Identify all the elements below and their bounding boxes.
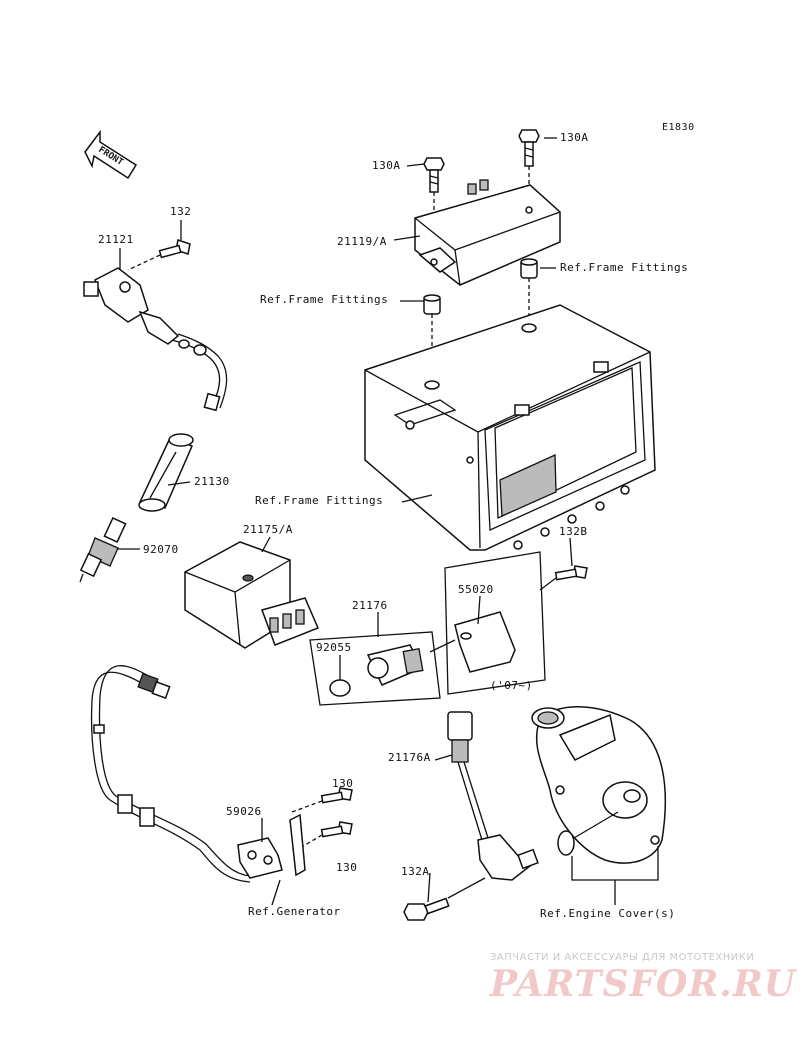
bracket-55020-group (429, 551, 546, 695)
bolt-132 (127, 239, 191, 271)
label-21175a: 21175/A (243, 523, 293, 536)
label-21176: 21176 (352, 599, 388, 612)
label-ref-frame-fittings-3: Ref.Frame Fittings (255, 494, 384, 507)
plug-cap-21130 (138, 433, 194, 512)
regulator-21119a (414, 179, 561, 286)
engine-cover (531, 706, 667, 905)
leader-lines (118, 137, 573, 906)
label-130-lower: 130 (336, 861, 358, 874)
sensor-21176-group (309, 612, 441, 706)
label-ref-engine-cover: Ref.Engine Cover(s) (540, 907, 676, 920)
label-92070: 92070 (143, 543, 179, 556)
bolt-132b (539, 565, 588, 591)
label-132a: 132A (401, 865, 430, 878)
label-55020: 55020 (458, 583, 494, 596)
label-130a-top-left: 130A (372, 159, 401, 172)
label-130-upper: 130 (332, 777, 354, 790)
label-92055: 92055 (316, 641, 352, 654)
label-21130: 21130 (194, 475, 230, 488)
collar-upper (520, 258, 538, 325)
ignition-coil-21121 (83, 267, 228, 412)
sensor-21176a (447, 711, 539, 881)
front-arrow-icon: FRONT (84, 129, 138, 180)
cdi-unit-21175a (184, 541, 319, 649)
label-ref-frame-fittings-1: Ref.Frame Fittings (560, 261, 689, 274)
bolt-130-upper (291, 787, 353, 813)
label-130a-top-right: 130A (560, 131, 589, 144)
label-59026: 59026 (226, 805, 262, 818)
label-21176a: 21176A (388, 751, 431, 764)
spark-plug-92070 (79, 516, 127, 583)
label-ref-generator: Ref.Generator (248, 905, 341, 918)
battery-box (364, 304, 656, 551)
label-ref-frame-fittings-2: Ref.Frame Fittings (260, 293, 389, 306)
label-132: 132 (170, 205, 192, 218)
wire-harness (90, 665, 251, 883)
bolt-130-lower (299, 821, 353, 849)
bolt-132a (403, 877, 486, 921)
label-21119a: 21119/A (337, 235, 387, 248)
diagram-code: E1830 (662, 122, 695, 133)
bracket-59026 (237, 813, 306, 879)
label-21121: 21121 (98, 233, 134, 246)
watermark-logo: PARTSFOR.RU (490, 963, 797, 1005)
watermark-tagline: ЗАПЧАСТИ И АКСЕССУАРЫ ДЛЯ МОТОТЕХНИКИ (490, 952, 755, 963)
label-year-note: ('07~) (490, 679, 533, 692)
label-132b: 132B (559, 525, 588, 538)
